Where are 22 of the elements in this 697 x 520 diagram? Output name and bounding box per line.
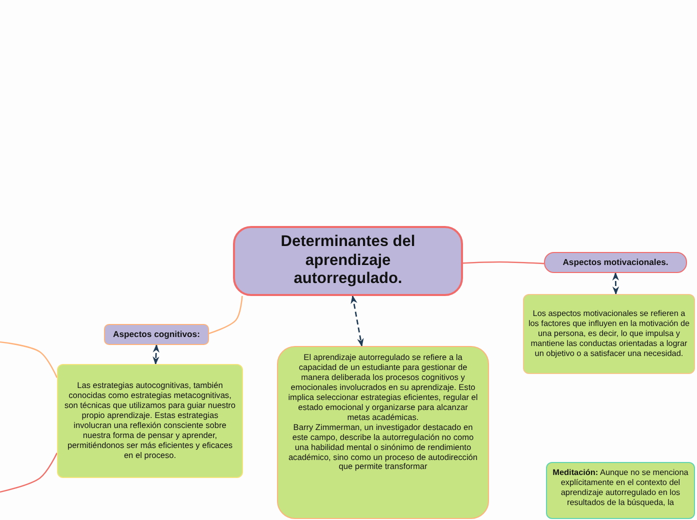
text-card (523, 294, 695, 374)
text-card (546, 462, 695, 519)
title-text: Determinantes del aprendizaje autorregulado. (280, 233, 416, 289)
subtopic-box (104, 324, 209, 345)
body-text: Los aspectos motivacionales se refieren a los factores que influyen en la motivación de una persona, es decir, lo que impulsa y mantiene las conductas orientadas a lograr un objetivo o a satisfacer una necesidad. (528, 309, 690, 359)
text-card (277, 346, 489, 519)
dashed-arrow (612, 272, 620, 295)
connector-line (208, 296, 243, 334)
connector-line (0, 452, 58, 493)
connector-line (462, 261, 544, 264)
heading-text: Aspectos cognitivos: (113, 329, 200, 340)
central-topic-box (233, 226, 463, 296)
text-card (57, 364, 243, 478)
heading-text: Aspectos motivacionales. (562, 257, 668, 268)
body-text: Barry Zimmerman, un investigador destacado en este campo, describe la autorregulación no como una habilidad mental o sinónimo de rendimiento académico, sino como un proceso de autodirección que permite transformar (288, 422, 478, 472)
subtopic-box (544, 252, 687, 273)
body-text: El aprendizaje autorregulado se refiere a la capacidad de un estudiante para gestionar de manera deliberada los procesos cognitivos y emocionales involucrados en su aprendizaje. Esto implica seleccionar estrategias eficientes, regular el estado emocional y organizarse para alcanzar metas académicas. (288, 353, 478, 423)
body-text: Meditación: Aunque no se menciona explícitamente en el contexto del aprendizaje autorregulado en los resultados de la búsqueda, la (552, 468, 689, 508)
dashed-arrow (152, 344, 160, 365)
dashed-arrow (350, 295, 364, 347)
body-text: Las estrategias autocognitivas, también conocidas como estrategias metacognitivas, son técnicas que utilizamos para guiar nuestro propio aprendizaje. Estas estrategias involucran una reflexión consciente sobre nuestra forma de pensar y aprender, permitiéndonos ser más eficientes y eficaces en el proceso. (64, 381, 236, 461)
connector-line (0, 341, 58, 378)
